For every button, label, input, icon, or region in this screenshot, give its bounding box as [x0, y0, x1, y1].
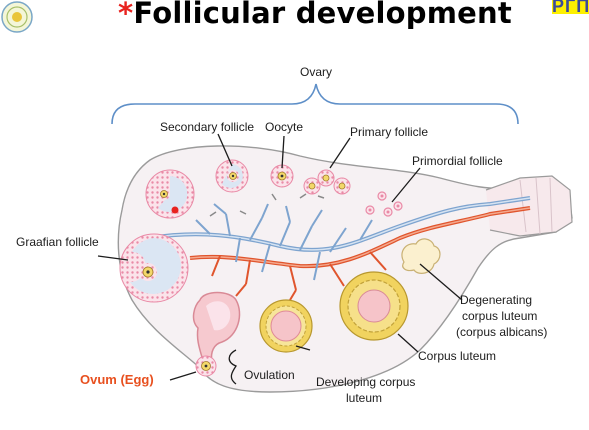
corner-badge-text: РГП [552, 0, 589, 16]
label-degenerating-1: Degenerating [460, 293, 532, 307]
label-primary-follicle: Primary follicle [350, 125, 428, 139]
corpus-albicans [401, 238, 441, 274]
corner-badge: РГП [552, 0, 589, 16]
ovum [195, 355, 217, 377]
vein-branches [195, 203, 373, 281]
title-asterisk: * [118, 0, 134, 30]
ruptured-follicle [192, 291, 241, 365]
artery-highlight [189, 207, 531, 267]
red-marker-dot [171, 206, 179, 214]
primordial-follicles [365, 191, 403, 217]
small-vessel-marks [209, 193, 325, 217]
vein-highlight [149, 197, 531, 251]
label-degenerating-2: corpus luteum [462, 309, 537, 323]
blood-vessels [149, 193, 531, 301]
label-ovary: Ovary [300, 65, 332, 79]
institution-logo [1, 1, 33, 33]
oocyte-follicle [270, 164, 294, 188]
label-degenerating-3: (corpus albicans) [456, 325, 547, 339]
ovary-bracket [111, 83, 519, 125]
graafian-follicle [119, 233, 189, 303]
label-primordial-follicle: Primordial follicle [412, 154, 503, 168]
title-text: Follicular development [133, 0, 512, 30]
leader-lines [97, 133, 463, 385]
ovarian-ligament [485, 175, 573, 237]
label-corpus-luteum: Corpus luteum [418, 349, 496, 363]
corpus-luteum [339, 271, 409, 341]
label-developing-1: Developing corpus [316, 375, 415, 389]
label-secondary-follicle: Secondary follicle [160, 120, 254, 134]
label-developing-2: luteum [346, 391, 382, 405]
label-ovum: Ovum (Egg) [80, 372, 154, 387]
label-oocyte: Oocyte [265, 120, 303, 134]
early-antral-follicle [145, 169, 195, 219]
primary-follicles [303, 169, 351, 195]
page-title: *Follicular development [118, 0, 512, 30]
label-graafian-follicle: Graafian follicle [16, 235, 99, 249]
secondary-follicle [215, 159, 249, 193]
developing-corpus-luteum [259, 299, 313, 353]
label-ovulation: Ovulation [244, 368, 295, 382]
ligament-stripes [519, 177, 553, 235]
artery-branches [211, 251, 387, 301]
